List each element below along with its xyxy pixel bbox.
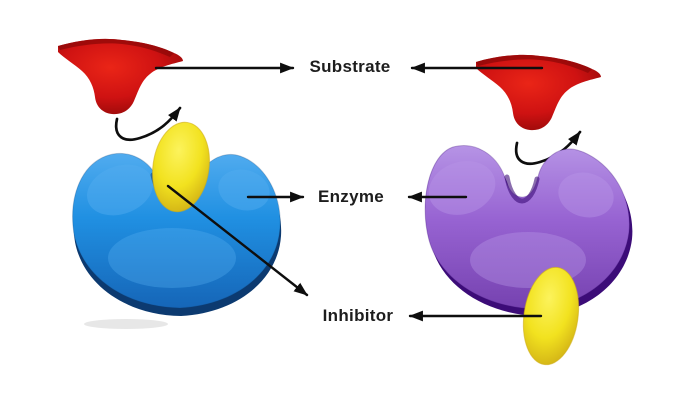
substrate-approach-arrow-left	[114, 106, 182, 142]
substrate-approach-arrow-right	[514, 130, 582, 166]
label-arrows	[154, 62, 544, 322]
inhibitor-pointer-diagonal	[166, 184, 309, 297]
right-enzyme-complex	[424, 54, 633, 366]
inhibitor-label: Inhibitor	[322, 306, 394, 325]
enzyme-highlights-left	[87, 164, 270, 288]
inhibitor-shape-left	[152, 121, 210, 213]
left-enzyme-complex	[58, 38, 282, 329]
enzyme-label: Enzyme	[317, 187, 385, 206]
active-site-notch-right	[504, 174, 540, 204]
inhibitor-shape-right	[522, 266, 580, 366]
substrate-label: Substrate	[309, 57, 391, 76]
enzyme-shadow	[84, 319, 168, 329]
